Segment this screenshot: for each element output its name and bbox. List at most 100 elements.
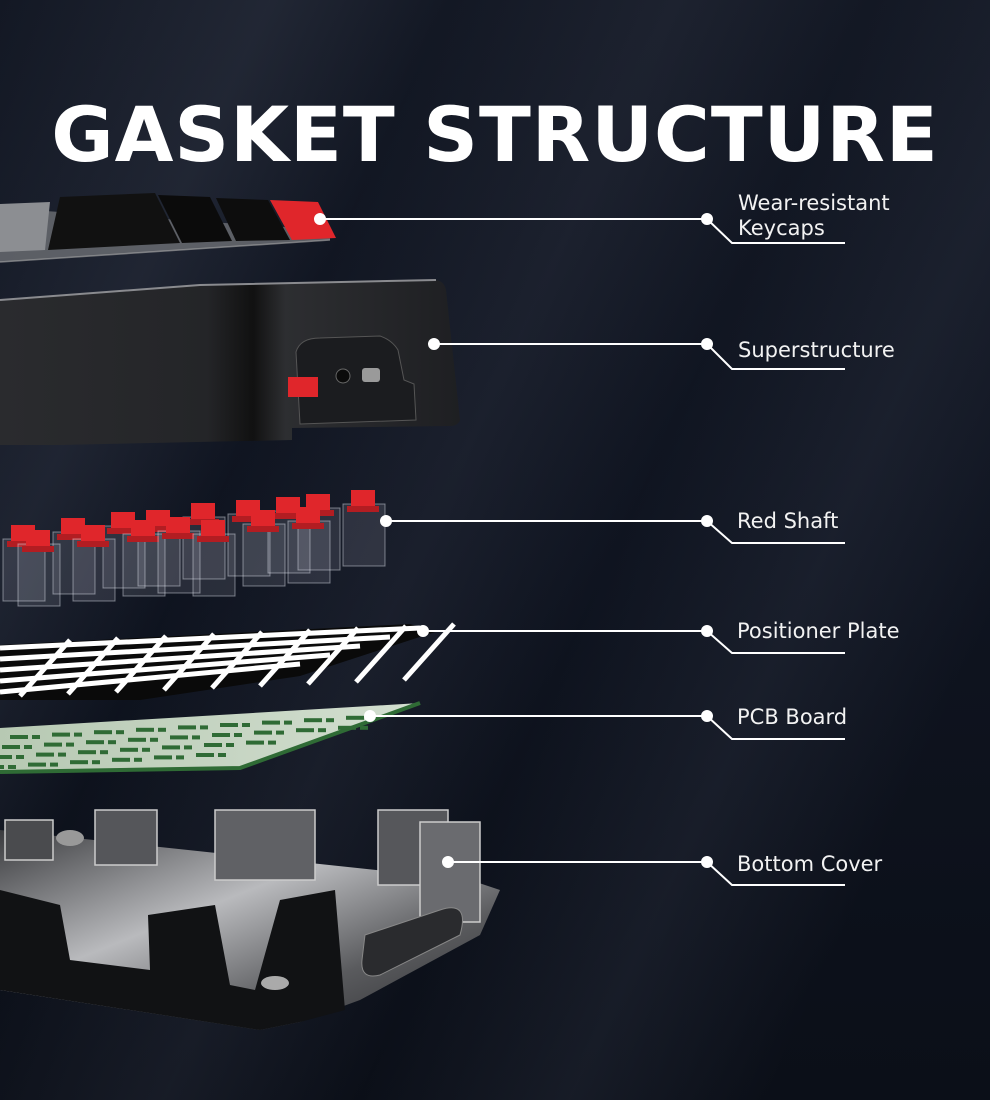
pcb-pad [24,745,32,749]
pcb-pad [204,743,222,747]
superstructure-layer [0,279,460,445]
pcb-pad [326,718,334,723]
pcb-pad [162,745,180,750]
switch-stem [351,490,375,510]
pcb-pad [86,740,104,745]
switch-stem [251,510,275,530]
switch-top [57,534,89,540]
label-keycaps-line2: Keycaps [738,216,825,240]
callout-dot-elbow [701,515,713,527]
plate-rib [66,636,120,696]
pcb-pad [112,757,130,762]
pcb-pad [254,730,272,735]
pcb-pad [134,757,142,762]
plate-rib [114,634,168,694]
switch-top [247,526,279,532]
callout-dot-elbow [701,856,713,868]
pcb-pad [2,745,20,749]
callout-dot-elbow [701,710,713,722]
plate-rail [0,643,361,673]
keycap-grey [0,202,50,252]
switch-stem [276,497,300,517]
callout-dot-elbow [701,213,713,225]
keycap-black-3 [216,198,290,241]
callout-leader-line [320,218,845,244]
pcb-pad [158,727,166,732]
mode-switch [288,377,318,397]
plate-rail [0,661,301,695]
pcb-pad [44,742,62,747]
pcb-pad [262,720,280,725]
plate-rib [306,626,360,686]
plate-rib [354,624,408,684]
switch-stem [191,503,215,523]
switch-housing [287,520,331,584]
pcb-pad [196,753,214,757]
keycap-black-1 [48,193,180,250]
pcb-pad [66,742,74,747]
pcb-pad [10,735,28,739]
pcb-pad [360,725,368,730]
switch-housing [342,503,386,567]
label-keycaps-line1: Wear-resistant [738,191,890,215]
pcb-pad [276,730,284,735]
label-keycaps: Wear-resistant Keycaps [738,191,890,241]
red-shaft-layer [2,490,386,607]
pcb-pad [176,755,184,760]
pcb-pad [0,755,12,759]
pcb-pad [128,737,146,742]
plate-rib [402,622,456,682]
switch-top [292,523,324,529]
pcb-pad [32,735,40,739]
switch-top [347,506,379,512]
switch-housing [72,538,116,602]
pcb-pad [150,737,158,742]
callout-leader-line [370,715,845,740]
positioner-plate-layer [0,622,456,700]
bottom-case-wall [0,890,345,1030]
switch-housing [157,530,201,594]
switch-housing [17,543,61,607]
callout-red-shaft [380,515,845,544]
pcb-pad [92,760,100,765]
page-title: GASKET STRUCTURE [51,89,939,179]
pcb-pad [192,735,200,740]
switch-stem [26,530,50,550]
label-pcb-board: PCB Board [737,705,848,729]
plate-rib [162,632,216,692]
pcb-pad [94,730,112,735]
switch-top [142,526,174,532]
pcb-pad [70,760,88,765]
plate-rib [258,628,312,688]
callout-leader-line [434,343,845,370]
callout-keycaps [314,213,845,244]
pcb-pad [218,753,226,757]
switch-stem [81,525,105,545]
pcb-pad [246,740,264,745]
pcb-board-layer [0,701,421,774]
plate-rib [18,638,72,698]
pcb-pad [154,755,172,760]
pcb-pad [36,752,54,757]
callout-bottom-cover [442,856,845,886]
pcb-pad [170,735,188,740]
label-bottom-cover: Bottom Cover [737,852,883,876]
switch-top [22,546,54,552]
keycap-red [270,200,336,240]
callout-dot-elbow [701,338,713,350]
port-panel [295,335,417,425]
pcb-surface [0,703,420,772]
callout-positioner-plate [417,625,845,654]
label-red-shaft: Red Shaft [737,509,839,533]
switch-stem [61,518,85,538]
pcb-pad [234,733,242,737]
pcb-pad [184,745,192,750]
switch-top [272,513,304,519]
callout-dot-elbow [701,625,713,637]
pcb-pad [212,733,230,737]
pcb-pad [318,728,326,733]
pcb-pad [304,718,322,723]
pcb-pad [142,747,150,752]
pcb-pad [100,750,108,755]
